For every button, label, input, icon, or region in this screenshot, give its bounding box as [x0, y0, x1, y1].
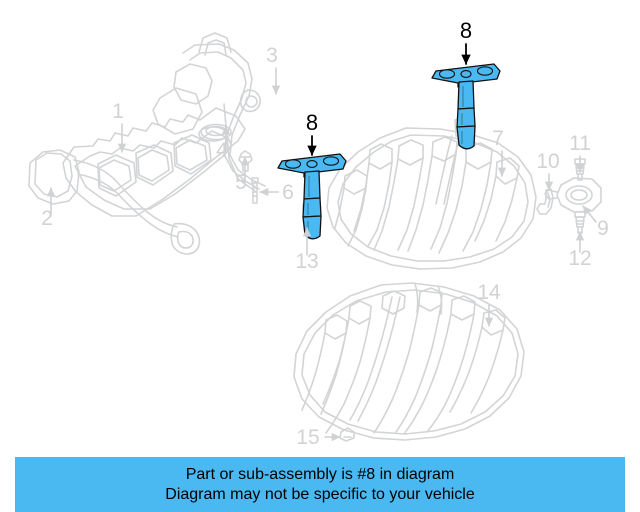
callout-label-6: 6 [282, 181, 294, 204]
part-9-oval-hanger-mount [544, 177, 602, 213]
callout-label-9: 9 [597, 217, 609, 240]
callout-label-5: 5 [235, 171, 247, 194]
callout-label-7: 7 [492, 127, 504, 150]
callout-label-12: 12 [568, 247, 591, 270]
callout-label-13: 13 [295, 250, 318, 273]
callout-label-1: 1 [112, 100, 124, 123]
part-2-exhaust-manifold-pipe [28, 149, 201, 255]
callout-label-15: 15 [296, 426, 319, 449]
diagram-disclaimer-banner: Part or sub-assembly is #8 in diagram Di… [15, 457, 625, 512]
callout-arrow-9 [582, 205, 597, 223]
callout-arrows [46, 43, 597, 442]
callout-label-10: 10 [536, 150, 559, 173]
callout-label-4: 4 [216, 139, 228, 162]
part-3-heat-shield-bracket [152, 32, 266, 192]
banner-line-part-number: Part or sub-assembly is #8 in diagram [185, 465, 455, 483]
callout-label-3: 3 [266, 44, 278, 67]
part-7-center-floor-heat-shield [326, 117, 537, 270]
callout-label-11: 11 [569, 132, 591, 155]
callout-label-8-mid: 8 [306, 110, 318, 135]
part-14-rear-floor-heat-shield [293, 282, 525, 441]
diagram-line-art [28, 32, 602, 442]
part-15-shield-clip-nut [339, 427, 355, 442]
callout-label-2: 2 [41, 207, 53, 230]
part-6-mounting-bolt [251, 177, 259, 204]
part-1-upper-heat-shield [62, 107, 246, 217]
callout-label-14: 14 [477, 281, 501, 304]
part-10-hanger-hook [536, 188, 554, 215]
callout-labels: 1 2 3 4 5 6 7 8 8 9 10 11 12 13 14 15 [41, 18, 609, 449]
callout-label-8-top: 8 [460, 18, 472, 43]
part-12-lower-hanger-bolt [574, 211, 586, 234]
banner-line-disclaimer: Diagram may not be specific to your vehi… [165, 485, 475, 503]
